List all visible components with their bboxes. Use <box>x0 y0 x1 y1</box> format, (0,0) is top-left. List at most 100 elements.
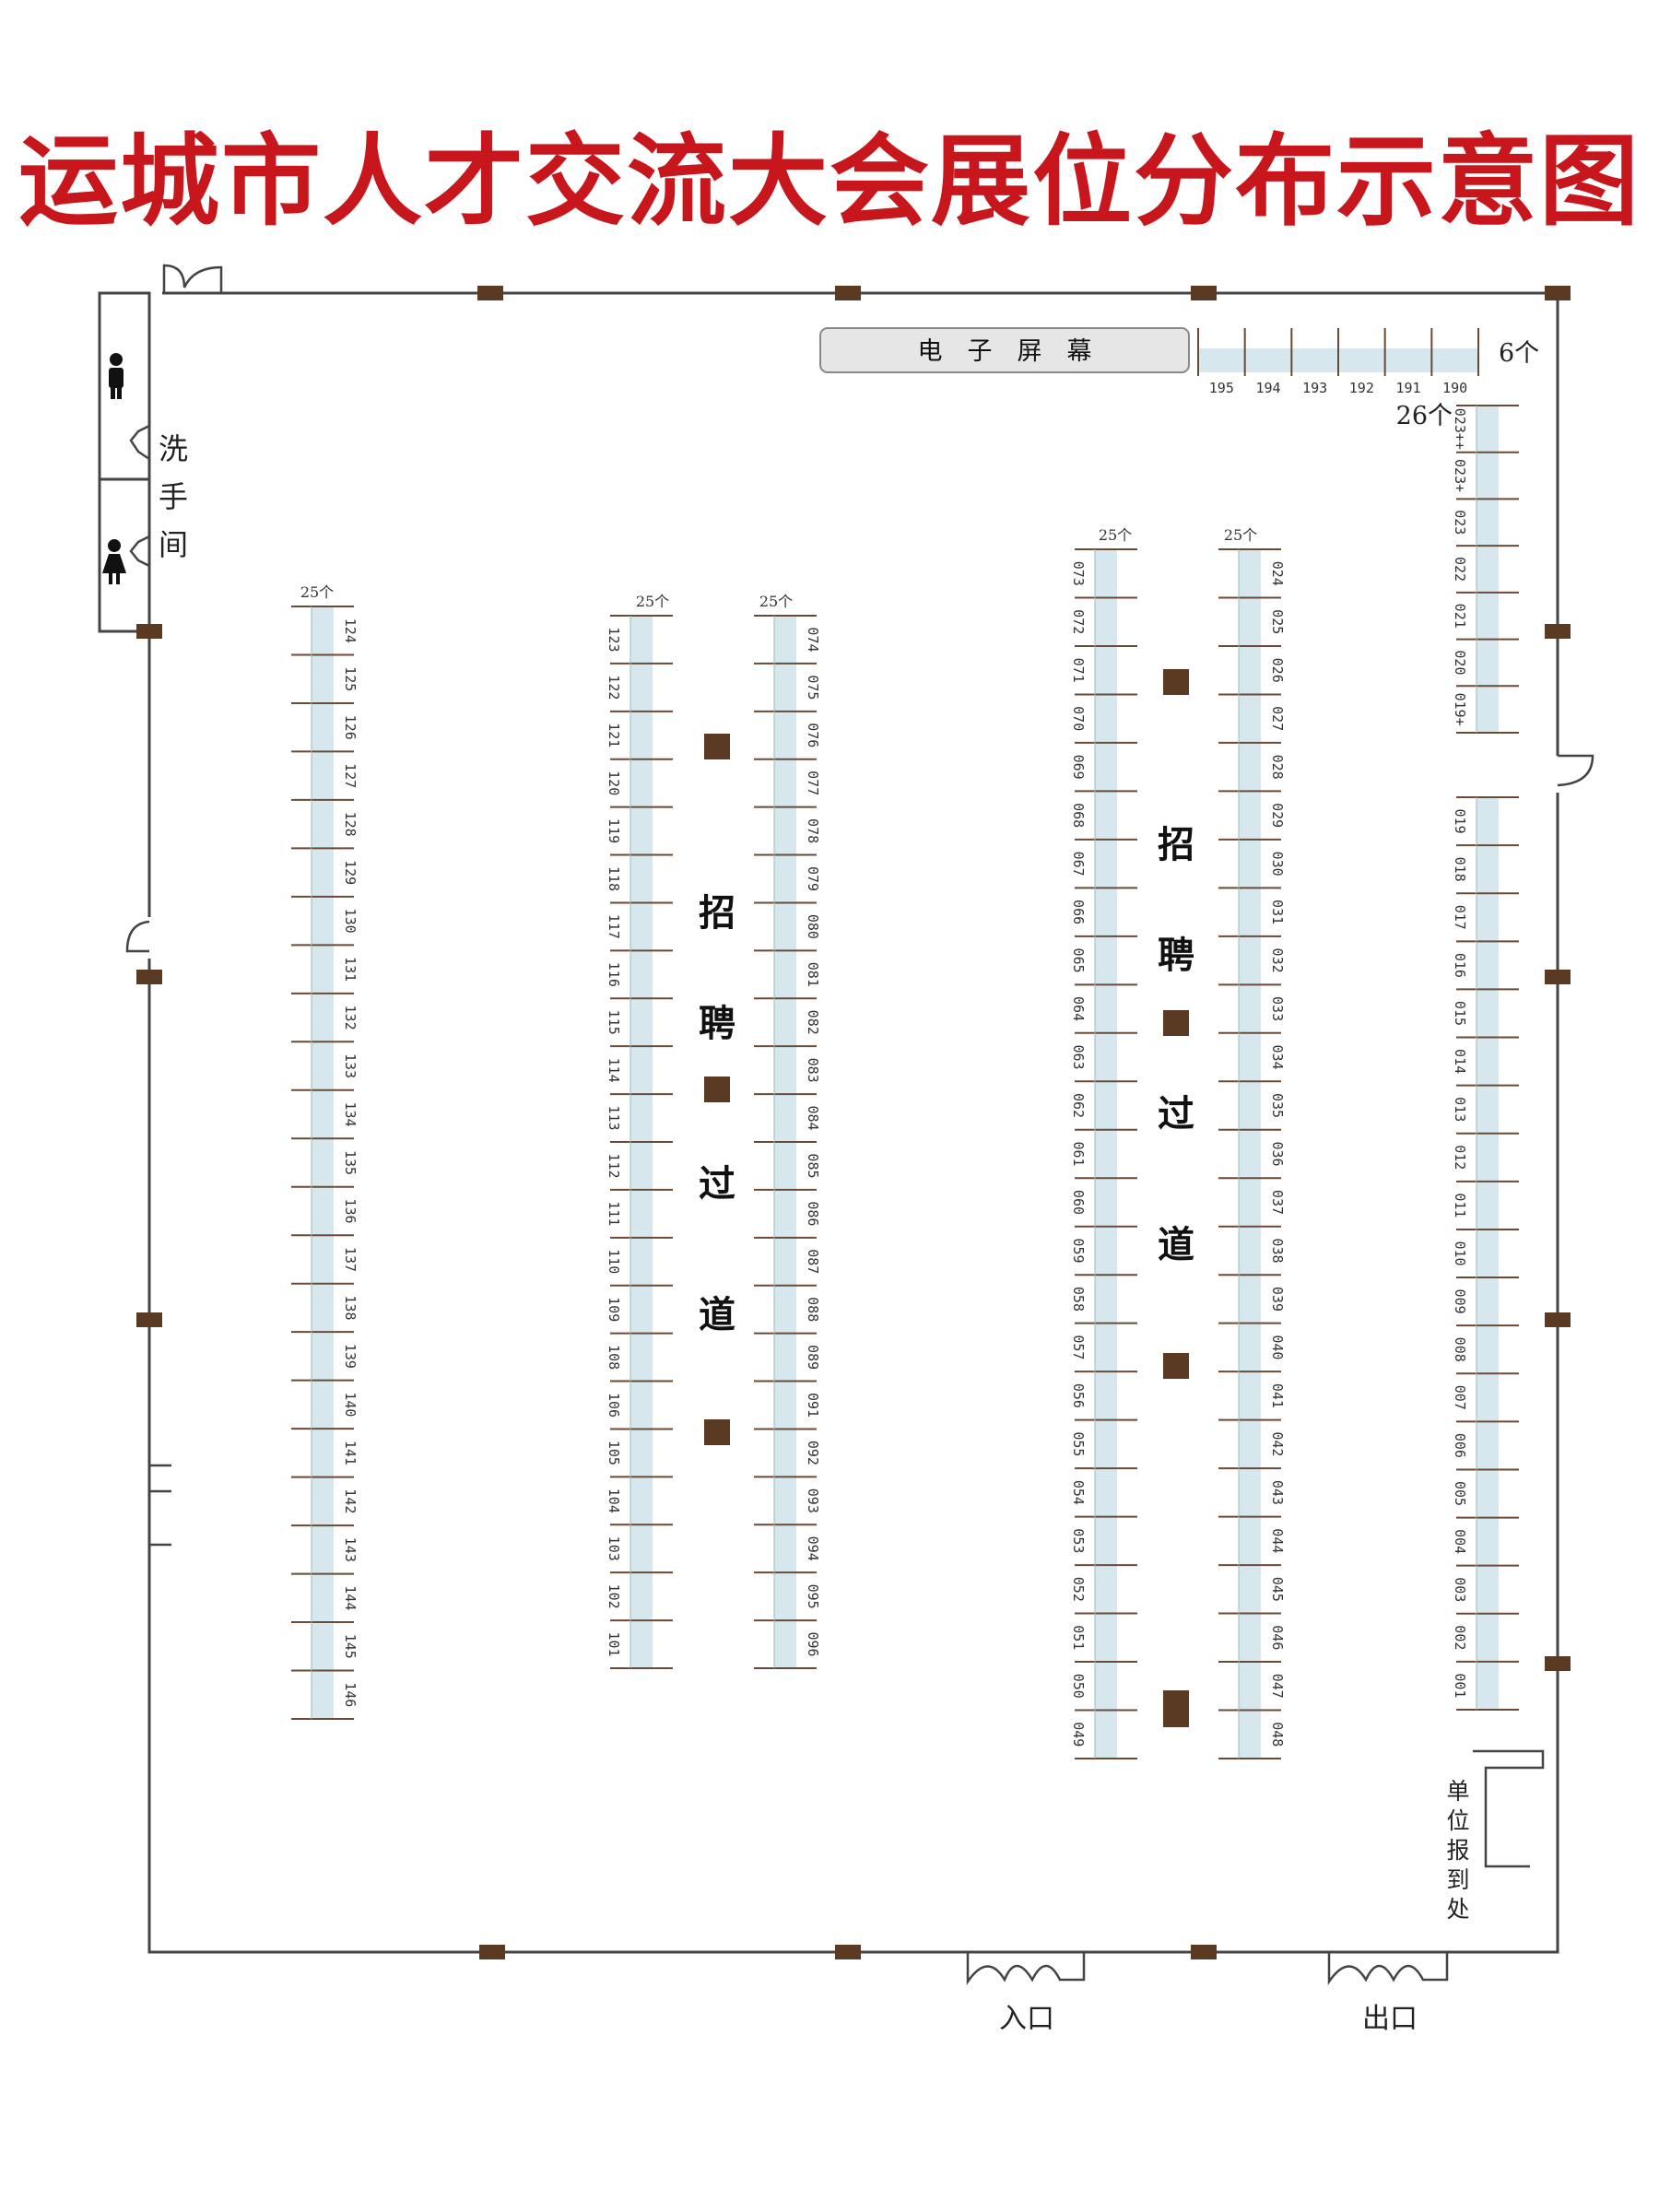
col-024-048-strip <box>1239 549 1261 1759</box>
booth-label: 138 <box>342 1295 359 1320</box>
booth-label: 052 <box>1070 1577 1087 1602</box>
booth-label: 125 <box>342 666 359 691</box>
booth-label: 002 <box>1452 1625 1468 1650</box>
checkin-char: 单 <box>1446 1778 1469 1805</box>
booth-label: 104 <box>606 1488 622 1513</box>
col-019-001: 0190180170160150140130120110100090080070… <box>1452 796 1519 1711</box>
booth-label: 106 <box>606 1393 622 1418</box>
booth-label: 065 <box>1070 948 1087 973</box>
booth-label: 019+ <box>1452 693 1468 726</box>
booth-label: 074 <box>805 627 821 652</box>
entrance-door <box>966 1952 1086 1986</box>
booth-label: 103 <box>606 1536 622 1561</box>
booth-label: 050 <box>1070 1674 1087 1699</box>
booth-label: 124 <box>342 618 359 643</box>
booth-label: 003 <box>1452 1577 1468 1602</box>
booth-label: 190 <box>1442 380 1467 396</box>
wall-marks-left <box>149 1464 171 1547</box>
booth-label: 092 <box>805 1441 821 1465</box>
pillar-marker <box>704 1077 730 1102</box>
booth-label: 015 <box>1452 1001 1468 1026</box>
col-074-096: 0740750760770780790800810820830840850860… <box>754 593 821 1669</box>
booth-label: 027 <box>1269 706 1286 731</box>
booth-label: 032 <box>1269 948 1286 973</box>
booth-label: 004 <box>1452 1529 1468 1554</box>
checkin-char: 到 <box>1446 1866 1469 1893</box>
booth-label: 028 <box>1269 755 1286 780</box>
aisle-char: 招 <box>1158 824 1194 866</box>
restroom-man-icon <box>109 353 124 399</box>
booth-label: 019 <box>1452 809 1468 834</box>
restroom-door-2 <box>129 535 150 568</box>
booth-label: 080 <box>805 914 821 939</box>
booth-label: 093 <box>805 1488 821 1513</box>
booth-label: 058 <box>1070 1287 1087 1312</box>
booth-label: 007 <box>1452 1385 1468 1410</box>
booth-label: 034 <box>1269 1044 1286 1069</box>
booth-label: 094 <box>805 1536 821 1561</box>
pillar-12 <box>136 624 162 639</box>
booth-label: 053 <box>1070 1528 1087 1553</box>
booth-label: 048 <box>1269 1722 1286 1747</box>
checkin-char: 报 <box>1446 1837 1469 1864</box>
aisle-char: 聘 <box>699 1003 735 1045</box>
col-019-001-strip <box>1477 797 1499 1710</box>
booth-label: 088 <box>805 1297 821 1322</box>
pillar-3 <box>1191 286 1217 300</box>
booth-label: 059 <box>1070 1238 1087 1263</box>
booth-label: 023+ <box>1452 459 1468 492</box>
booth-label: 085 <box>805 1153 821 1178</box>
booth-label: 129 <box>342 860 359 885</box>
booth-label: 011 <box>1452 1193 1468 1218</box>
pillar-6 <box>1545 970 1571 984</box>
booth-label: 137 <box>342 1247 359 1272</box>
booth-label: 191 <box>1395 380 1420 396</box>
booth-count-label: 25个 <box>1224 526 1257 544</box>
booth-label: 193 <box>1302 380 1327 396</box>
booth-label: 084 <box>805 1105 821 1130</box>
col-024-048: 0240250260270280290300310320330340350360… <box>1218 526 1286 1759</box>
aisle-char: 招 <box>699 892 735 935</box>
pillar-7 <box>1545 1312 1571 1327</box>
booth-label: 195 <box>1209 380 1234 396</box>
booth-label: 023 <box>1452 510 1468 535</box>
col-073-049: 0730720710700690680670660650640630620610… <box>1070 526 1137 1759</box>
booth-label: 036 <box>1269 1141 1286 1166</box>
booth-label: 021 <box>1452 604 1468 629</box>
booth-label: 141 <box>342 1441 359 1465</box>
restroom-door-1 <box>129 424 150 461</box>
col-073-049-strip <box>1095 549 1117 1759</box>
booth-label: 087 <box>805 1249 821 1274</box>
booth-label: 127 <box>342 763 359 788</box>
pillar-5 <box>1545 624 1571 639</box>
booth-label: 136 <box>342 1198 359 1223</box>
pillar-14 <box>136 1312 162 1327</box>
booth-label: 068 <box>1070 803 1087 828</box>
checkin-desk <box>1473 1749 1545 1868</box>
pillar-11 <box>1191 1945 1217 1959</box>
booth-label: 023++ <box>1452 408 1468 450</box>
side-door-right <box>1557 754 1594 787</box>
booth-label: 029 <box>1269 803 1286 828</box>
booth-label: 128 <box>342 812 359 837</box>
booth-label: 013 <box>1452 1097 1468 1122</box>
pillars <box>136 286 1571 1959</box>
booth-label: 016 <box>1452 953 1468 978</box>
booth-label: 042 <box>1269 1431 1286 1456</box>
booth-label: 049 <box>1070 1722 1087 1747</box>
booth-label: 144 <box>342 1585 359 1610</box>
booth-label: 109 <box>606 1297 622 1322</box>
aisle-char: 道 <box>1158 1224 1194 1266</box>
restroom-label: 洗 手 间 <box>159 431 188 562</box>
booth-label: 083 <box>805 1058 821 1083</box>
booth-label: 064 <box>1070 996 1087 1021</box>
booth-count-label: 25个 <box>636 593 669 610</box>
booth-label: 039 <box>1269 1287 1286 1312</box>
booth-label: 063 <box>1070 1044 1087 1069</box>
col-123-101: 1231221211201191181171161151141131121111… <box>606 593 673 1669</box>
booth-label: 132 <box>342 1006 359 1030</box>
booth-label: 145 <box>342 1634 359 1659</box>
booth-label: 131 <box>342 957 359 982</box>
